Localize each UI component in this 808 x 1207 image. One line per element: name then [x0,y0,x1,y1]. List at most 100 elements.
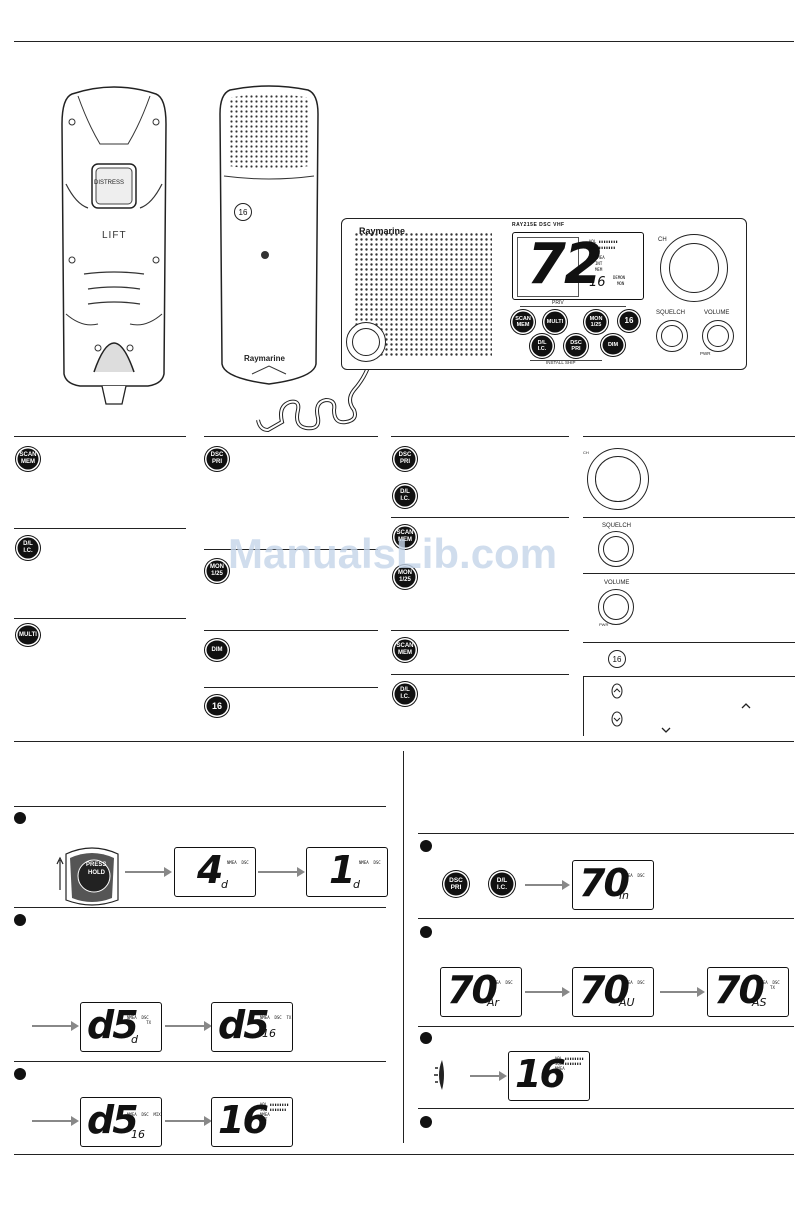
step-bullet [14,1068,26,1080]
legend-pwr-label: PWR [599,622,609,627]
radio-volume-knob[interactable] [702,320,734,352]
radio-volume-label: VOLUME [704,310,730,316]
ptt-switch-icon [434,1060,444,1090]
call-dsc-pri-button: DSC PRI [443,871,469,897]
arrow [258,867,305,877]
column-divider [403,751,404,1143]
call-lcd-4: 70 AS NMEA DSC TX [707,967,789,1017]
legend-multi-button: MULTI [16,624,40,646]
legend-rule [204,630,378,631]
top-rule [14,41,794,42]
radio-squelch-label: SQUELCH [656,310,686,316]
legend-rule [204,687,378,688]
call-lcd-3: 70 AU NMEA DSC [572,967,654,1017]
radio-lcd-channel: 72 [527,232,603,297]
handset-distress-label: DISTRESS [94,180,125,186]
arrow [660,987,705,997]
radio-lcd-sql: SQL ▮▮▮▮▮▮▮ [589,245,616,250]
step-bullet [420,1032,432,1044]
radio-lcd-sub: 16 [589,275,606,290]
handset-connector [346,322,386,362]
step-rule [418,833,794,834]
step-bullet [420,1116,432,1128]
handset-lift-label: LIFT [102,230,127,241]
distress-lcd-5: d5 16 NMEA DSC MIX [80,1097,162,1147]
distress-lcd-4: d5 16 NMEA DSC TX [211,1002,293,1052]
step-bullet [420,926,432,938]
arrow [32,1116,79,1126]
radio-multi-button[interactable]: MULTI [543,310,567,334]
radio-install-label: INSTALL SHIP [546,360,576,365]
arrow [165,1116,212,1126]
call-lcd-2: 70 Ar NMEA DSC [440,967,522,1017]
legend-up-down-keys [611,683,623,727]
legend-rule [391,674,569,675]
legend-rule [583,517,795,518]
step-rule [14,907,386,908]
legend-rule [204,549,378,550]
legend-rule [14,528,186,529]
legend-mon-button: MON 1/25 [393,565,417,589]
radio-lcd-mon: MON [617,281,625,286]
legend-rule [391,517,569,518]
legend-dl-ic-button: D/L I.C. [393,484,417,508]
handset-back-illustration [61,86,167,405]
arrow [125,867,172,877]
legend-rule [583,436,795,437]
legend-rule [14,618,186,619]
arrow [525,880,570,890]
radio-priv-label: PRIV [552,300,564,306]
legend-rule [583,676,795,677]
radio-dsc-pri-button[interactable]: DSC PRI [564,334,588,358]
arrow [470,1071,507,1081]
radio-model: RAY215E DSC VHF [512,222,565,228]
legend-rule [204,436,378,437]
legend-dsc-pri-button: DSC PRI [393,447,417,471]
legend-ch-label: CH [583,450,589,455]
legend-ch-knob [587,448,649,510]
step-rule [14,1061,386,1062]
handset-ch16-button[interactable]: 16 [234,203,252,221]
hold-label: HOLD [88,870,105,876]
distress-button-illustration [56,847,119,906]
radio-lcd-nmea: NMEA [595,255,605,260]
legend-scan-mem-button: SCAN MEM [16,447,40,471]
step-bullet [14,812,26,824]
legend-ch16-button: 16 [205,695,229,717]
legend-squelch-label: SQUELCH [602,523,632,529]
radio-lcd-vol: VOL ▮▮▮▮▮▮▮▮ [589,239,618,244]
radio-ch-label: CH [658,237,667,243]
radio-ch-knob[interactable] [660,234,728,302]
distress-lcd-2: 1 d NMEA DSC [306,847,388,897]
radio-ch16-button[interactable]: 16 [618,310,640,332]
step-rule [418,918,794,919]
bottom-rule [14,1154,794,1155]
step-rule [418,1108,794,1109]
handset-front-illustration [219,85,319,385]
call-lcd-1: 70 in NMEA DSC [572,860,654,910]
distress-lcd-3: d5 d NMEA DSC TX [80,1002,162,1052]
legend-rule [391,630,569,631]
install-bracket [530,360,602,361]
legend-scan-mem-button: SCAN MEM [393,638,417,662]
radio-scan-mem-button[interactable]: SCAN MEM [511,310,535,334]
radio-lcd-int: INT [595,261,603,266]
legend-rule [583,642,795,643]
step-rule [14,806,386,807]
distress-illus-label: DISTRESS [76,843,104,849]
radio-squelch-knob[interactable] [656,320,688,352]
radio-mon-button[interactable]: MON 1/25 [584,310,608,334]
step-bullet [420,840,432,852]
legend-dim-button: DIM [205,639,229,661]
priv-bracket [520,306,626,307]
legend-dl-ic-button: D/L I.C. [393,682,417,706]
call-dl-ic-button: D/L I.C. [489,871,515,897]
step-bullet [14,914,26,926]
step-rule [418,1026,794,1027]
arrow [165,1021,212,1031]
call-lcd-5: 16 VOL ▮▮▮▮▮▮▮▮ SQL ▮▮▮▮▮▮▮ NMEA INT [508,1051,590,1101]
legend-rule [583,573,795,574]
radio-dl-ic-button[interactable]: D/L I.C. [530,334,554,358]
radio-dim-button[interactable]: DIM [601,334,625,356]
legend-dsc-pri-button: DSC PRI [205,447,229,471]
